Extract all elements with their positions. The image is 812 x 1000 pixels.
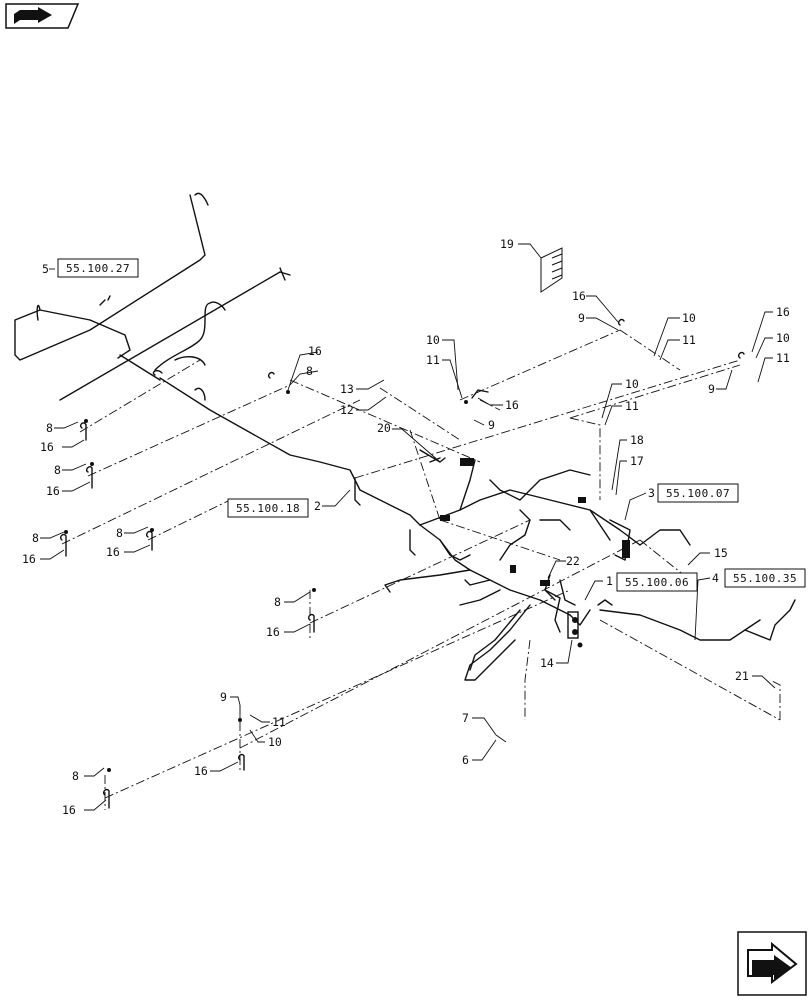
callout-16: 16 [308,344,322,358]
arrow-back-icon [14,7,52,24]
back-nav-button[interactable] [5,3,80,29]
label-sticker [540,247,563,293]
callout-16: 16 [776,305,790,319]
callout-7: 7 [462,711,469,725]
callout-10: 10 [682,311,696,325]
svg-text:55.100.27: 55.100.27 [66,262,130,275]
svg-text:55.100.18: 55.100.18 [236,502,300,515]
callout-6: 6 [462,753,469,767]
arrow-next-icon [747,941,798,984]
callout-16: 16 [572,289,586,303]
callout-16: 16 [106,545,120,559]
callout-10: 10 [776,331,790,345]
callout-10: 10 [625,377,639,391]
callout-8: 8 [46,421,53,435]
callout-22: 22 [566,554,580,568]
svg-text:55.100.35: 55.100.35 [733,572,797,585]
section-reference-55-100-18[interactable]: 55.100.18 [227,498,309,518]
cable-tie-clips [59,318,745,809]
svg-text:55.100.06: 55.100.06 [625,576,689,589]
callout-15: 15 [714,546,728,560]
callout-13: 13 [340,382,354,396]
item-callouts: 5 8 16 8 16 8 16 8 16 8 16 9 11 10 16 8 … [22,237,790,817]
callout-9: 9 [220,690,227,704]
callout-16: 16 [46,484,60,498]
callout-8: 8 [274,595,281,609]
callout-18: 18 [630,433,644,447]
leader-lines [40,243,776,811]
callout-16: 16 [40,440,54,454]
callout-5: 5 [42,262,49,276]
callout-14: 14 [540,656,554,670]
callout-17: 17 [630,454,644,468]
callout-11: 11 [776,351,790,365]
callout-8: 8 [306,364,313,378]
callout-16: 16 [62,803,76,817]
callout-16: 16 [22,552,36,566]
callout-16: 16 [266,625,280,639]
section-reference-55-100-35[interactable]: 55.100.35 [724,568,806,588]
callout-3: 3 [648,486,655,500]
callout-9: 9 [708,382,715,396]
next-nav-button[interactable] [737,931,807,996]
callout-8: 8 [72,769,79,783]
callout-8: 8 [54,463,61,477]
harness-wires [14,192,796,681]
assembly-lines [61,329,781,810]
callout-11: 11 [682,333,696,347]
callout-11: 11 [625,399,639,413]
section-reference-55-100-06[interactable]: 55.100.06 [616,572,698,592]
callout-8: 8 [32,531,39,545]
section-reference-55-100-27[interactable]: 55.100.27 [57,258,139,278]
callout-10: 10 [426,333,440,347]
callout-16: 16 [194,764,208,778]
callout-19: 19 [500,237,514,251]
callout-8: 8 [116,526,123,540]
callout-2: 2 [314,499,321,513]
callout-20: 20 [377,421,391,435]
section-reference-55-100-07[interactable]: 55.100.07 [657,483,739,503]
callout-4: 4 [712,571,719,585]
callout-10: 10 [268,735,282,749]
callout-11: 11 [426,353,440,367]
callout-11: 11 [272,715,286,729]
callout-9: 9 [578,311,585,325]
svg-text:55.100.07: 55.100.07 [666,487,730,500]
callout-21: 21 [735,669,749,683]
callout-9: 9 [488,418,495,432]
callout-16: 16 [505,398,519,412]
callout-12: 12 [340,403,354,417]
callout-1: 1 [606,574,613,588]
